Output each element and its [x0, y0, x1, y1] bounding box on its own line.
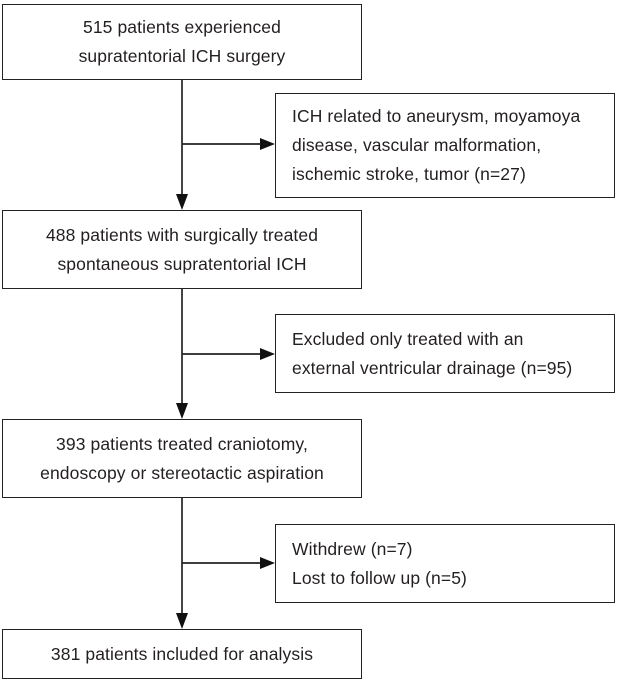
text-line: disease, vascular malformation, — [292, 135, 542, 155]
arrowhead-down-2 — [176, 403, 188, 419]
text-line: Excluded only treated with an — [292, 328, 524, 349]
flow-box-381-patients: 381 patients included for analysis — [2, 629, 362, 679]
arrowhead-right-3 — [260, 557, 275, 569]
text-line: 515 patients experienced — [83, 17, 281, 37]
text-line: spontaneous supratentorial ICH — [57, 253, 307, 274]
flow-box-488-patients: 488 patients with surgically treated spo… — [2, 210, 362, 289]
text-line: 393 patients treated craniotomy, — [56, 433, 308, 454]
exclusion-box-related-ich: ICH related to aneurysm, moyamoya diseas… — [275, 93, 615, 198]
text-line: external ventricular drainage (n=95) — [292, 357, 573, 378]
text-line: Withdrew (n=7) — [292, 538, 413, 559]
exclusion-box-withdrew-lost: Withdrew (n=7) Lost to follow up (n=5) — [275, 524, 615, 603]
arrowhead-right-2 — [260, 348, 275, 360]
text-line: ICH related to aneurysm, moyamoya — [292, 106, 581, 126]
text-line: endoscopy or stereotactic aspiration — [40, 462, 324, 483]
arrowhead-right-1 — [260, 138, 275, 150]
text-line: supratentorial ICH surgery — [78, 46, 286, 66]
flow-box-515-patients: 515 patients experienced supratentorial … — [2, 4, 362, 80]
text-line: 381 patients included for analysis — [50, 643, 314, 664]
flow-box-393-patients: 393 patients treated craniotomy, endosco… — [2, 419, 362, 498]
exclusion-box-evd-only: Excluded only treated with an external v… — [275, 314, 615, 393]
arrowhead-down-1 — [176, 194, 188, 210]
text-line: ischemic stroke, tumor (n=27) — [292, 164, 526, 184]
text-line: 488 patients with surgically treated — [45, 224, 319, 245]
text-line: Lost to follow up (n=5) — [292, 567, 467, 588]
arrowhead-down-3 — [176, 613, 188, 629]
